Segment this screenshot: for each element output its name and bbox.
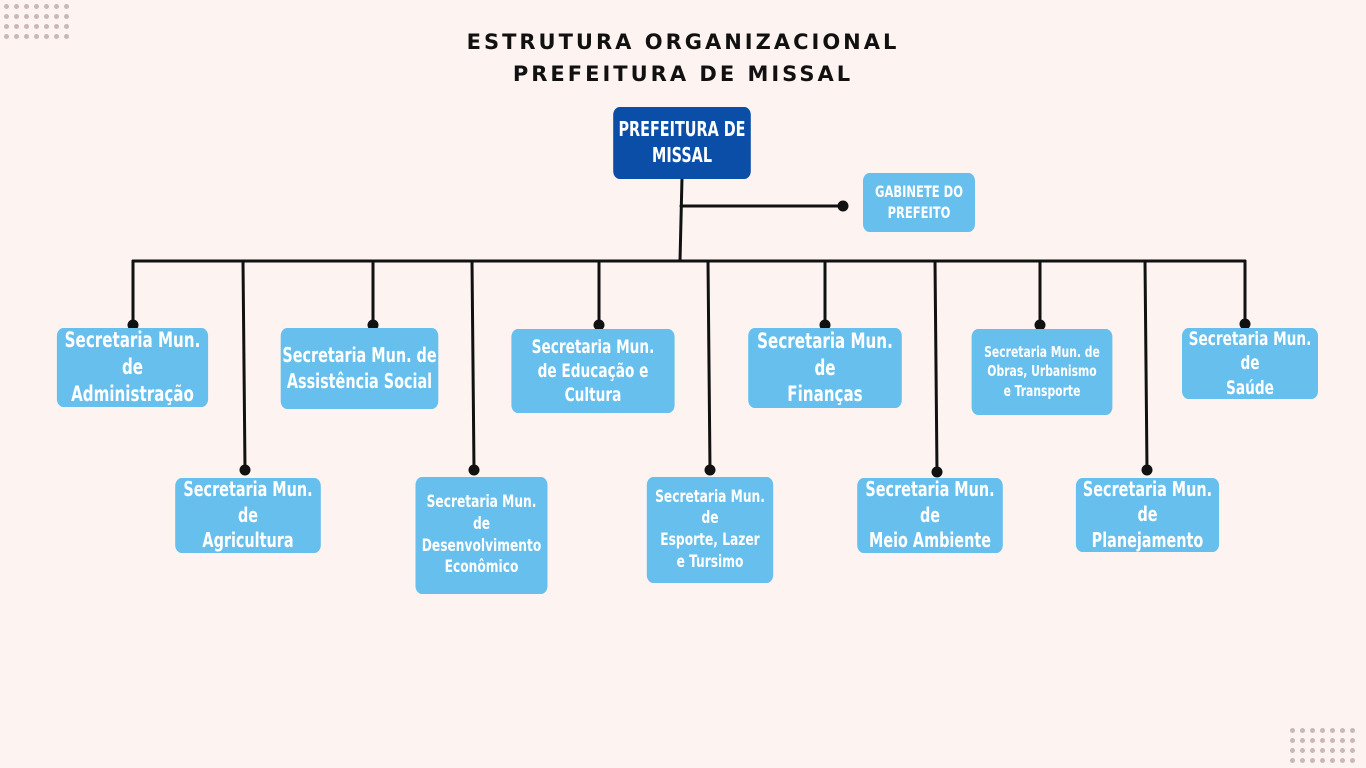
decorative-dot [64,34,69,39]
connector-dot-obras [1034,319,1046,331]
decorative-dot [34,34,39,39]
decorative-dot [14,4,19,9]
connector-dot-agricultura [239,464,251,476]
decorative-dot [44,24,49,29]
node-secretaria-educacao-cultura: Secretaria Mun. de Educação e Cultura [511,329,675,413]
decorative-dot [1310,738,1315,743]
decorative-dot [44,34,49,39]
decorative-dot [14,24,19,29]
connector-dot-administracao [127,319,139,331]
decorative-dots-top-left [0,0,80,45]
decorative-dot [54,4,59,9]
decorative-dot [34,4,39,9]
decorative-dot [1290,758,1295,763]
decorative-dot [4,34,9,39]
decorative-dot [24,4,29,9]
decorative-dot [1310,748,1315,753]
decorative-dot [24,24,29,29]
decorative-dot [24,14,29,19]
connector-dot-saude [1239,318,1251,330]
node-secretaria-desenvolvimento-economico: Secretaria Mun. de Desenvolvimento Econô… [415,477,548,594]
connector-dot-desenvolvimento-economico [468,464,480,476]
connector-dot-planejamento [1141,464,1153,476]
drop-line-agricultura [241,259,247,472]
decorative-dot [64,24,69,29]
decorative-dot [1330,728,1335,733]
decorative-dot [1330,758,1335,763]
decorative-dot [1300,748,1305,753]
decorative-dot [1330,748,1335,753]
node-secretaria-agricultura: Secretaria Mun. de Agricultura [175,477,321,553]
decorative-dot [4,4,9,9]
decorative-dots-bottom-right [1286,724,1366,768]
connector-dot-educacao-cultura [593,319,605,331]
drop-line-esporte-lazer-turismo [706,259,712,472]
decorative-dot [64,4,69,9]
connector-dot-assistencia-social [367,319,379,331]
decorative-dot [1330,738,1335,743]
node-secretaria-esporte-lazer-turismo: Secretaria Mun. de Esporte, Lazer e Turs… [646,477,774,583]
decorative-dot [24,34,29,39]
decorative-dot [1340,728,1345,733]
decorative-dot [64,14,69,19]
node-secretaria-obras-urbanismo-transporte: Secretaria Mun. de Obras, Urbanismo e Tr… [971,329,1113,415]
decorative-dot [1290,728,1295,733]
drop-line-desenvolvimento-economico [470,259,476,472]
decorative-dot [14,34,19,39]
decorative-dot [1300,728,1305,733]
decorative-dot [1320,748,1325,753]
node-secretaria-financas: Secretaria Mun. de Finanças [748,328,902,408]
node-secretaria-meio-ambiente: Secretaria Mun. de Meio Ambiente [857,477,1003,553]
decorative-dot [1350,738,1355,743]
connector-dot-esporte-lazer-turismo [704,464,716,476]
node-secretaria-saude: Secretaria Mun. de Saúde [1182,328,1318,399]
decorative-dot [34,14,39,19]
chart-title-line2: PREFEITURA DE MISSAL [512,62,854,86]
drop-line-meio-ambiente [933,259,939,474]
decorative-dot [1300,738,1305,743]
decorative-dot [1340,758,1345,763]
decorative-dot [1300,758,1305,763]
decorative-dot [44,4,49,9]
decorative-dot [1340,748,1345,753]
connector-dot-gabinete [837,200,849,212]
decorative-dot [4,14,9,19]
decorative-dot [4,24,9,29]
drop-line-planejamento [1143,259,1149,472]
decorative-dot [54,14,59,19]
connector-dot-meio-ambiente [931,466,943,478]
root-node-prefeitura: PREFEITURA DE MISSAL [613,107,751,179]
decorative-dot [1340,738,1345,743]
decorative-dot [1290,748,1295,753]
node-secretaria-assistencia-social: Secretaria Mun. de Assistência Social [280,328,439,409]
decorative-dot [1320,738,1325,743]
node-secretaria-administracao: Secretaria Mun. de Administração [56,328,209,407]
decorative-dot [1350,758,1355,763]
decorative-dot [44,14,49,19]
decorative-dot [54,34,59,39]
node-secretaria-planejamento: Secretaria Mun. de Planejamento [1075,477,1220,552]
decorative-dot [1320,758,1325,763]
decorative-dot [14,14,19,19]
decorative-dot [1310,728,1315,733]
decorative-dot [1310,758,1315,763]
root-trunk-line [678,176,684,263]
decorative-dot [1350,748,1355,753]
chart-title-line1: ESTRUTURA ORGANIZACIONAL [466,30,900,54]
connector-dot-financas [819,319,831,331]
decorative-dot [34,24,39,29]
decorative-dot [1350,728,1355,733]
decorative-dot [54,24,59,29]
decorative-dot [1290,738,1295,743]
decorative-dot [1320,728,1325,733]
node-gabinete-do-prefeito: GABINETE DO PREFEITO [863,173,975,232]
